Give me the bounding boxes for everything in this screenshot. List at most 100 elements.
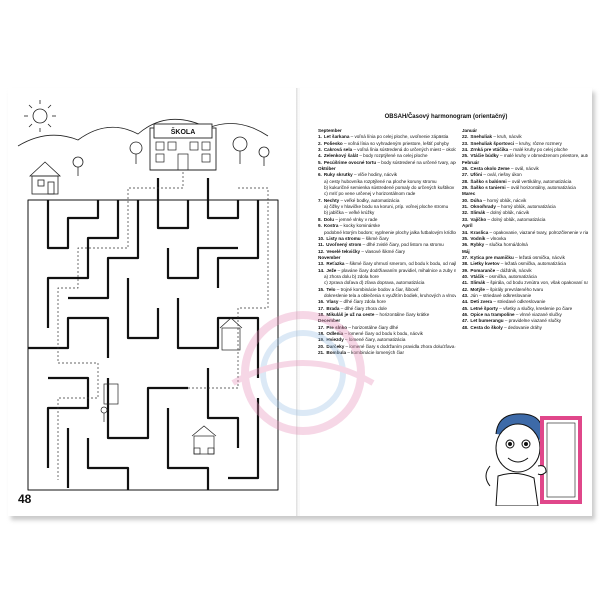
toc-entry-description: – horizontálne čiary dlhé <box>347 324 399 330</box>
toc-entry-name: Motýle <box>470 286 485 292</box>
toc-entry-name: Kraslica <box>470 229 489 235</box>
toc-entry-name: Ufóni <box>470 172 483 178</box>
toc-entry: 17.Brada – dlhé čiary zhora dole <box>318 306 456 312</box>
toc-sub-item: b) jabĺčka – veľké krúžky <box>324 210 375 216</box>
toc-entry: 42.Motýle – špirály prevráteného tvaru <box>462 287 588 293</box>
school-building <box>149 123 217 171</box>
toc-entry-name: Brada <box>326 305 340 311</box>
toc-entry: 9.Kostra – kocky kominárske <box>318 223 456 229</box>
toc-entry: 25.Vtáčie búdky – malé kruhy v obmedzeno… <box>462 153 588 159</box>
toc-entry-name: Odlenia <box>326 331 344 336</box>
toc-entry-description: – lomené čiary od bodu k bodu, nácvik <box>343 331 423 336</box>
toc-entry-number: 23. <box>462 140 469 146</box>
toc-entry-name: Zrnká pre vtáčika <box>470 147 509 153</box>
toc-entry-number: 17. <box>318 305 325 311</box>
toc-entry-number: 19. <box>318 337 325 343</box>
toc-entry: 26.Cesta okolo Zeme – ovál, nácvik <box>462 166 588 172</box>
toc-entry: 40.Vtáčik – osmička, automatizácia <box>462 274 588 280</box>
toc-entry-description: – kruhy, rôzne rozmery <box>514 140 562 146</box>
toc-entry: 36.Rybky – slučka horná/dolná <box>462 242 588 248</box>
toc-entry: 34.Kraslica – opakovanie, viazané tvary,… <box>462 230 588 236</box>
toc-entry: 33.Vajíčko – dolný oblúk, automatizácia <box>462 217 588 223</box>
toc-entry-number: 29. <box>462 185 469 191</box>
toc-entry-name: Kostra <box>323 223 339 229</box>
watermark-logo <box>231 311 375 435</box>
toc-entry-description: – kombinácie lomených čiar <box>346 350 405 356</box>
toc-entry-name: Pomaranče <box>470 267 496 273</box>
toc-entry-name: Šaško s tanierni <box>470 185 506 191</box>
girl-face <box>485 413 544 506</box>
toc-entry-description: – vlasové šikmé čiary <box>360 248 406 254</box>
toc-entry-number: 36. <box>462 242 469 248</box>
toc-entry: 20.Darčeky – lomené čiary s dodržaním pr… <box>318 344 456 350</box>
toc-entry: 10.Listy na stromu – šikmé čiary <box>318 236 456 242</box>
toc-entry-description: – opakovanie, viazané tvary, polrozčlene… <box>489 229 588 235</box>
toc-entry-number: 43. <box>462 292 469 298</box>
toc-entry-name: Vajíčko <box>470 216 487 222</box>
toc-entry: 6.Ruky skrutky – vlčie hodiny, nácvik <box>318 172 456 178</box>
toc-entry-name: Poliesko <box>323 140 343 146</box>
toc-entry-name: Vodník <box>470 235 486 241</box>
toc-entry-number: 3. <box>318 147 322 153</box>
toc-entry-number: 2. <box>318 140 322 146</box>
toc-entry-description: – horný oblúk, nácvik <box>481 197 527 203</box>
toc-entry: 1.Let šarkana – voľná línia po celej plo… <box>318 134 456 140</box>
toc-month-heading: November <box>318 254 341 260</box>
toc-entry-number: 39. <box>462 267 469 273</box>
toc-month-heading: Apríl <box>462 223 473 229</box>
toc-entry: 29.Šaško s tanierni – ovál horizontálny,… <box>462 185 588 191</box>
toc-entry: 21.Bombula – kombinácie lomených čiar <box>318 350 456 356</box>
toc-entry: 31.Okno/hrady – horný oblúk, automatizác… <box>462 204 588 210</box>
toc-entry-description: – vlnné viazané slučky <box>514 311 562 317</box>
toc-entry-name: Cakrová sela <box>323 147 353 153</box>
toc-entry-description: – vlnovka <box>485 235 507 241</box>
toc-entry-name: Listy na stromu <box>326 235 361 241</box>
toc-entry-name: Veselé tekvičky <box>326 248 361 254</box>
toc-entry: 8.Dolu – jemné vlnky v rade <box>318 217 456 223</box>
toc-month-heading: Máj <box>462 248 470 254</box>
toc-entry: 28.Šaško s balónmi – ovál vertikálny, au… <box>462 179 588 185</box>
toc-entry-number: 16. <box>318 299 325 305</box>
toc-entry-number: 31. <box>462 204 469 210</box>
toc-entry-name: Lietky kvetov <box>470 261 500 267</box>
toc-entry-number: 21. <box>318 350 325 356</box>
toc-entry-name: Šaško s balónmi <box>470 178 507 184</box>
toc-entry-description: – kruh, nácvik <box>492 134 522 140</box>
toc-title: OBSAH/Časový harmonogram (orientačný) <box>384 114 508 120</box>
toc-entry-number: 40. <box>462 273 469 279</box>
toc-sub-item: podobné ktorým bodom; vyplnenie plochy j… <box>324 229 456 235</box>
toc-entry: 41.Slimák – špirála, od bodu zvnútra von… <box>462 280 588 286</box>
toc-entry-name: Letné športy <box>470 305 498 311</box>
page-number: 48 <box>18 492 32 506</box>
toc-entry-number: 18. <box>318 311 325 317</box>
toc-entry-number: 32. <box>462 210 469 216</box>
toc-entry: 32.Slimák – dolný oblúk, nácvik <box>462 210 588 216</box>
toc-entry-name: Dolu <box>323 216 335 222</box>
toc-entry: 3.Cakrová sela – voľná línia sústredená … <box>318 147 456 153</box>
toc-entry-description: – striedavé odkreslovanie <box>492 299 546 305</box>
toc-month-heading: Január <box>462 128 478 133</box>
toc-entry: 15.Telo – trojné kombinácie bodov a čiar… <box>318 287 456 293</box>
toc-entry-name: Ruky skrutky <box>323 172 353 178</box>
toc-entry-number: 12. <box>318 248 325 254</box>
toc-entry-number: 5. <box>318 159 322 165</box>
toc-entry-name: Reťazka <box>326 261 345 267</box>
toc-entry-description: – dlhé čiary zhora dole <box>339 305 387 311</box>
toc-entry-name: Cesta do školy <box>470 324 503 330</box>
toc-entry-name: Zelenkový šalát <box>323 153 359 159</box>
toc-entry-number: 13. <box>318 261 325 267</box>
toc-entry-description: – veľké bodky, automatizácia <box>339 197 400 203</box>
toc-entry: 45.Letné športy – všetky a slučky, kresl… <box>462 306 588 312</box>
toc-entry-number: 33. <box>462 216 469 222</box>
toc-entry-number: 11. <box>318 242 325 248</box>
house-icon <box>28 161 62 195</box>
toc-entry-description: – dlhé zvislé čiary, pod listom na strom… <box>361 242 444 248</box>
toc-entry-name: Uvoľnený strom <box>326 242 362 248</box>
toc-entry-description: – všetky a slučky, kreslenie po čiare <box>497 305 573 311</box>
toc-entry-name: Pecúšrime ovocné tortu <box>323 159 377 165</box>
toc-entry-name: Slimák <box>470 210 486 216</box>
toc-entry: 2.Poliesko – voľná línia so vyhradeným p… <box>318 141 456 147</box>
toc-entry-number: 25. <box>462 153 469 159</box>
toc-entry-description: – dolný oblúk, nácvik <box>485 210 530 216</box>
